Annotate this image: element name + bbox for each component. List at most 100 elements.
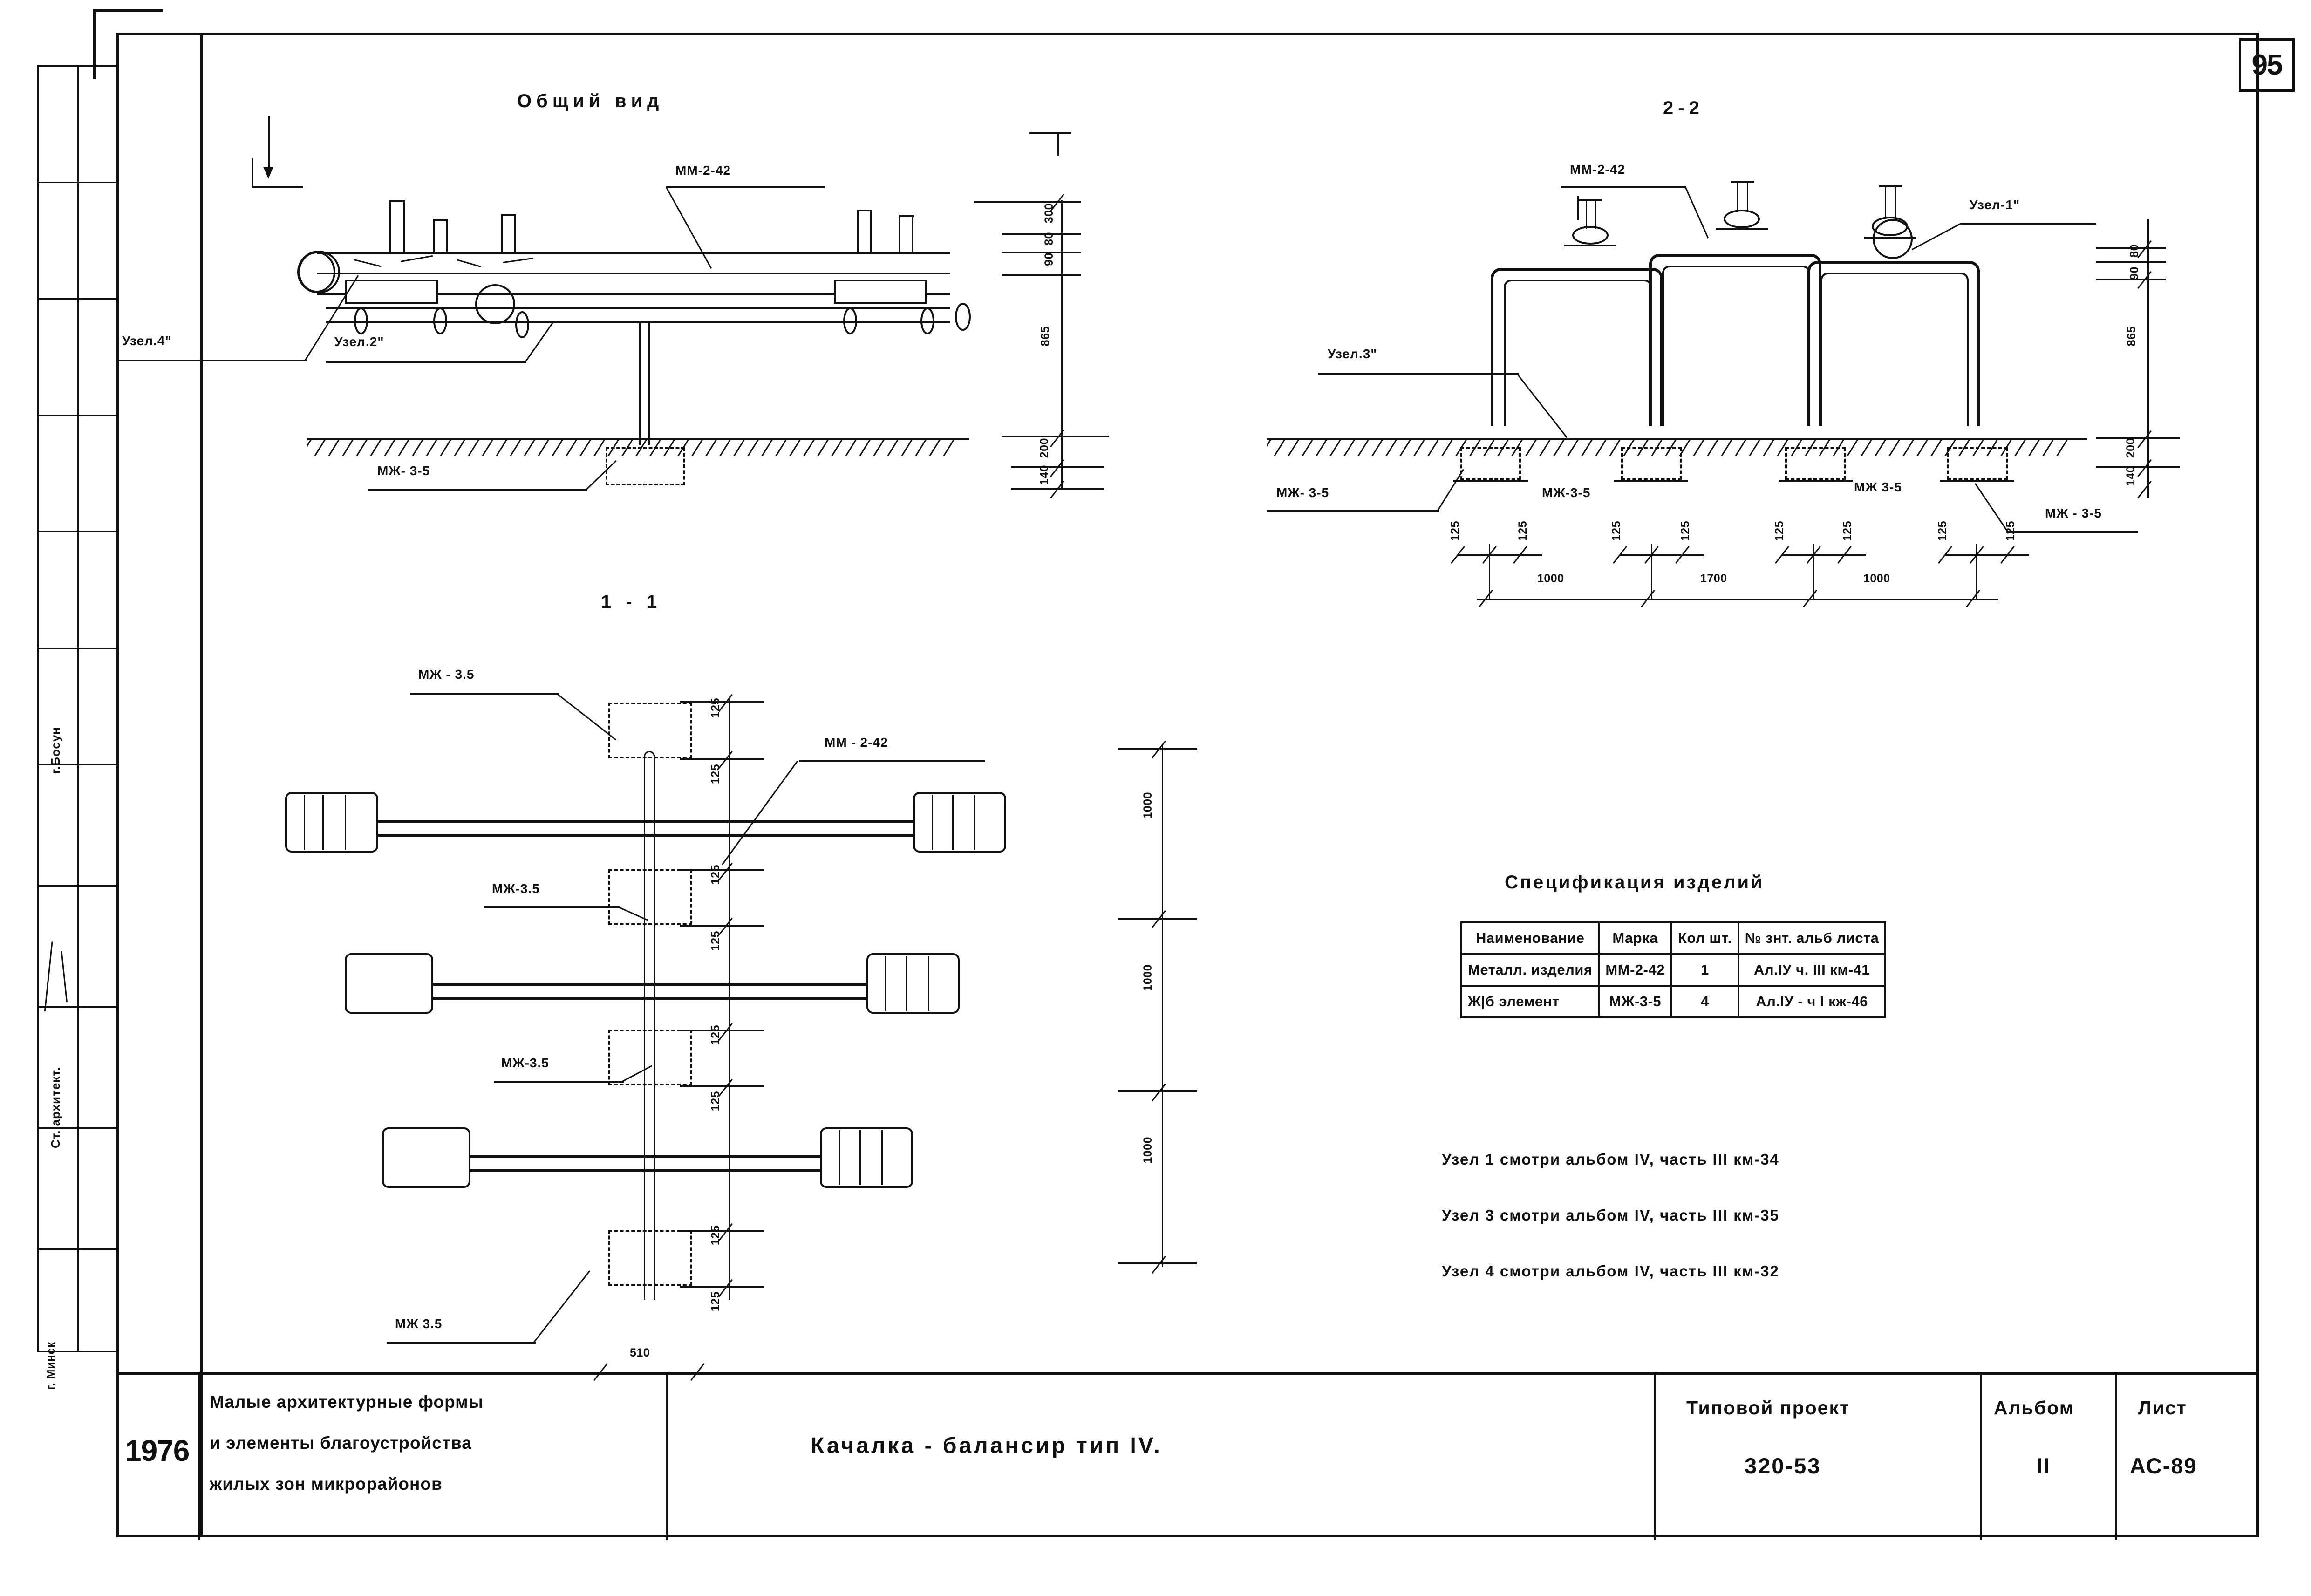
dim-line-s22 bbox=[2147, 219, 2149, 498]
plan-dim-ext bbox=[680, 701, 764, 703]
dim-general-300: 300 bbox=[1043, 203, 1056, 224]
handle-stem bbox=[1885, 186, 1886, 219]
foundation-cap bbox=[1940, 480, 2014, 482]
foundation-block-s22 bbox=[1785, 447, 1846, 480]
dim-s22-125-5: 125 bbox=[1773, 521, 1786, 541]
album-label: Альбом bbox=[1994, 1397, 2075, 1419]
dim-ext-general bbox=[1002, 233, 1081, 235]
label-node4: Узел.4" bbox=[122, 334, 172, 348]
handle-knob bbox=[1572, 226, 1609, 245]
beam-profile bbox=[1649, 254, 1821, 426]
label-plan-foundation-top: МЖ - 3.5 bbox=[418, 667, 475, 682]
handle-post bbox=[514, 214, 516, 252]
leg-foot bbox=[433, 307, 447, 334]
dim-row-125 bbox=[1458, 554, 1542, 556]
plan-dim-125-1: 125 bbox=[709, 698, 722, 718]
dim-ext-vert bbox=[1813, 544, 1814, 600]
plan-dim-1000-3: 1000 bbox=[1141, 1137, 1154, 1164]
foundation-cap bbox=[1453, 480, 1528, 482]
plan-dim-125-7: 125 bbox=[709, 1225, 722, 1246]
leader-node2 bbox=[326, 361, 526, 363]
handle-cap bbox=[899, 215, 914, 217]
dim-s22-125-8: 125 bbox=[2004, 521, 2017, 541]
beam-profile-inner bbox=[1820, 273, 1969, 426]
handle-stem bbox=[1737, 182, 1738, 212]
col-header-ref: № знт. альб листа bbox=[1737, 921, 1887, 955]
leader-mzh-left bbox=[1267, 510, 1439, 512]
ground-line-section22 bbox=[1267, 438, 2087, 440]
seat-grain bbox=[906, 956, 907, 1011]
dim-ext-vert bbox=[1976, 544, 1977, 600]
dim-s22-125-7: 125 bbox=[1936, 521, 1949, 541]
foundation-block-s22 bbox=[1460, 447, 1521, 480]
leg-foot bbox=[920, 307, 934, 334]
handle-knob bbox=[1724, 210, 1760, 228]
plan-arm bbox=[447, 1155, 848, 1158]
dim-line-general bbox=[1061, 200, 1063, 489]
stamp-role-label: Ст. архитект. bbox=[48, 1067, 62, 1148]
plan-dim-125-5: 125 bbox=[709, 1025, 722, 1045]
handle-base bbox=[1716, 228, 1768, 230]
dim-s22-200: 200 bbox=[2124, 438, 2137, 458]
note-line-3: Узел 4 смотри альбом IV, часть III км-32 bbox=[1442, 1262, 1779, 1280]
ground-line-general bbox=[307, 438, 969, 440]
seat-grain bbox=[885, 956, 886, 1011]
col-header-name: Наименование bbox=[1460, 921, 1600, 955]
cell-name: Ж|б элемент bbox=[1460, 985, 1600, 1018]
dim-row-125 bbox=[1620, 554, 1704, 556]
dim-s22-125-6: 125 bbox=[1841, 521, 1854, 541]
seat-grain bbox=[974, 795, 975, 850]
handle-stem bbox=[1747, 182, 1748, 212]
beam-lower-rail bbox=[326, 307, 950, 309]
section11-title: 1 - 1 bbox=[601, 592, 662, 612]
leader-plan-found-m2 bbox=[494, 1081, 624, 1083]
plan-seat bbox=[382, 1127, 470, 1188]
beam-top-edge bbox=[317, 252, 950, 254]
plan-dim-ext bbox=[680, 869, 764, 871]
project-label: Типовой проект bbox=[1686, 1397, 1850, 1419]
foundation-block-general bbox=[606, 447, 685, 485]
city-label: г. Минск bbox=[45, 1342, 57, 1390]
leader-mzh-right bbox=[2008, 531, 2138, 533]
handle-top bbox=[1731, 181, 1754, 183]
seat-grain bbox=[881, 1130, 883, 1185]
foundation-block-s22 bbox=[1621, 447, 1682, 480]
plan-foundation bbox=[608, 703, 692, 758]
label-plan-foundation-m1: МЖ-3.5 bbox=[492, 881, 540, 896]
plan-shaft bbox=[654, 755, 655, 1300]
dim-general-90: 90 bbox=[1043, 252, 1056, 266]
beam-lower-rail2 bbox=[326, 321, 950, 323]
beam-profile bbox=[1807, 261, 1980, 426]
label-node1: Узел-1" bbox=[1970, 198, 2020, 212]
general-view-title: Общий вид bbox=[517, 91, 664, 111]
label-plan-foundation-m2: МЖ-3.5 bbox=[501, 1056, 549, 1070]
frame-left-column bbox=[116, 33, 203, 1537]
corner-mark bbox=[93, 9, 163, 79]
dim-ext-s22 bbox=[2096, 437, 2180, 439]
plan-dim-line-right bbox=[1162, 745, 1163, 1267]
seat-grain bbox=[932, 795, 933, 850]
dim-s22-125-4: 125 bbox=[1679, 521, 1692, 541]
title-block: 1976 Малые архитектурные формы и элемент… bbox=[116, 1372, 2259, 1540]
cell-ref: Ал.IУ ч. III км-41 bbox=[1737, 953, 1887, 987]
title-block-year: 1976 bbox=[125, 1434, 190, 1467]
sheet-number-box: 95 bbox=[2239, 38, 2295, 92]
dim-ext-general bbox=[1002, 436, 1109, 437]
col-header-mark: Марка bbox=[1598, 921, 1672, 955]
seat-grain bbox=[345, 795, 346, 850]
org-line-2: и элементы благоустройства bbox=[210, 1433, 472, 1453]
leader-plan-found-bot bbox=[387, 1342, 536, 1344]
dim-s22-1700: 1700 bbox=[1700, 572, 1727, 585]
plan-dim-line bbox=[729, 699, 730, 1300]
leg-foot bbox=[955, 303, 971, 331]
dim-s22-125-3: 125 bbox=[1610, 521, 1623, 541]
leader-plan-found-top bbox=[410, 693, 559, 695]
plan-shaft bbox=[644, 755, 645, 1300]
leg-foot bbox=[354, 307, 368, 334]
table-row: Ж|б элемент МЖ-3-5 4 Ал.IУ - ч I кж-46 bbox=[1460, 985, 1887, 1018]
handle-post bbox=[870, 210, 872, 252]
table-row: Металл. изделия ММ-2-42 1 Ал.IУ ч. III к… bbox=[1460, 953, 1887, 987]
dim-ext-vert bbox=[1489, 544, 1490, 600]
note-line-2: Узел 3 смотри альбом IV, часть III км-35 bbox=[1442, 1207, 1779, 1224]
label-node2: Узел.2" bbox=[334, 334, 384, 349]
